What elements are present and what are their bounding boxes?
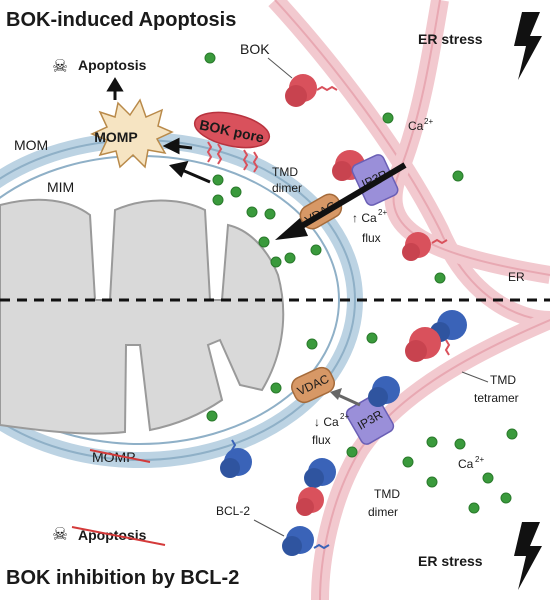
er-stress-bottom-label: ER stress [418,553,483,569]
flux-top-sup: 2+ [378,208,387,217]
ca-top-sup: 2+ [424,117,433,126]
calcium-ions [204,52,518,514]
vdac-bottom: VDAC [291,366,335,404]
tmd-tetramer-l1: TMD [490,373,516,387]
bcl2-label-group: BCL-2 [216,504,285,537]
ca-flux-arrow-bottom [330,388,361,407]
inner-membrane [0,198,285,435]
er-stress-bottom: ER stress [418,522,542,590]
ca-bottom-sup: 2+ [475,455,484,464]
flux-top-l1: ↑ Ca [352,211,377,225]
momp-burst: MOMP [90,98,174,169]
tmd-dimer-bottom-l1: TMD [374,487,400,501]
bottom-title: BOK inhibition by BCL-2 [6,567,239,589]
skull-icon: ☠ [52,56,68,76]
ca-flux-arrow [275,162,407,240]
bok-label: BOK [240,41,270,57]
momp-crossed: MOMP [89,449,151,465]
top-title: BOK-induced Apoptosis [6,9,236,31]
flux-bottom-sup: 2+ [340,412,349,421]
apoptosis-top: ☠ Apoptosis [52,56,147,76]
tmd-dimer-bottom-l2: dimer [368,505,398,519]
mim-label: MIM [47,179,74,195]
tmd-dimer-top: TMD dimer [272,165,302,195]
tmd-dimer-top-l1: TMD [272,165,298,179]
lightning-icon [514,12,542,80]
flux-bottom-l1: ↓ Ca [314,415,339,429]
apoptosis-top-label: Apoptosis [78,57,147,73]
bcl2-label: BCL-2 [216,504,250,518]
er-stress-top: ER stress [418,12,542,80]
flux-bottom: ↓ Ca 2+ flux [312,412,349,447]
tmd-tetramer-l2: tetramer [474,391,519,405]
momp-label: MOMP [94,129,138,145]
ip3r-bottom: IP3R [345,395,395,445]
er-stress-top-label: ER stress [418,31,483,47]
ca-top-label: Ca 2+ [408,117,433,133]
tmd-tetramer: TMD tetramer [461,371,519,405]
tmd-dimer-bottom: TMD dimer [368,487,400,519]
skull-icon-bottom: ☠ [52,524,68,544]
bok-pore: BOK pore [193,111,271,173]
flux-bottom-l2: flux [312,433,331,447]
lightning-icon-bottom [514,522,542,590]
bok-protein: BOK [240,41,338,107]
apoptosis-bottom: ☠ Apoptosis [52,524,166,546]
ca-bottom: Ca [458,457,474,471]
ca-bottom-label: Ca 2+ [458,455,484,471]
mom-label: MOM [14,137,48,153]
flux-top: ↑ Ca 2+ flux [352,208,387,245]
er-label: ER [508,270,525,284]
bcl2-proteins [220,310,467,556]
ca-top: Ca [408,119,424,133]
tmd-dimer-top-l2: dimer [272,181,302,195]
arrows-to-momp [106,77,211,184]
flux-top-l2: flux [362,231,381,245]
